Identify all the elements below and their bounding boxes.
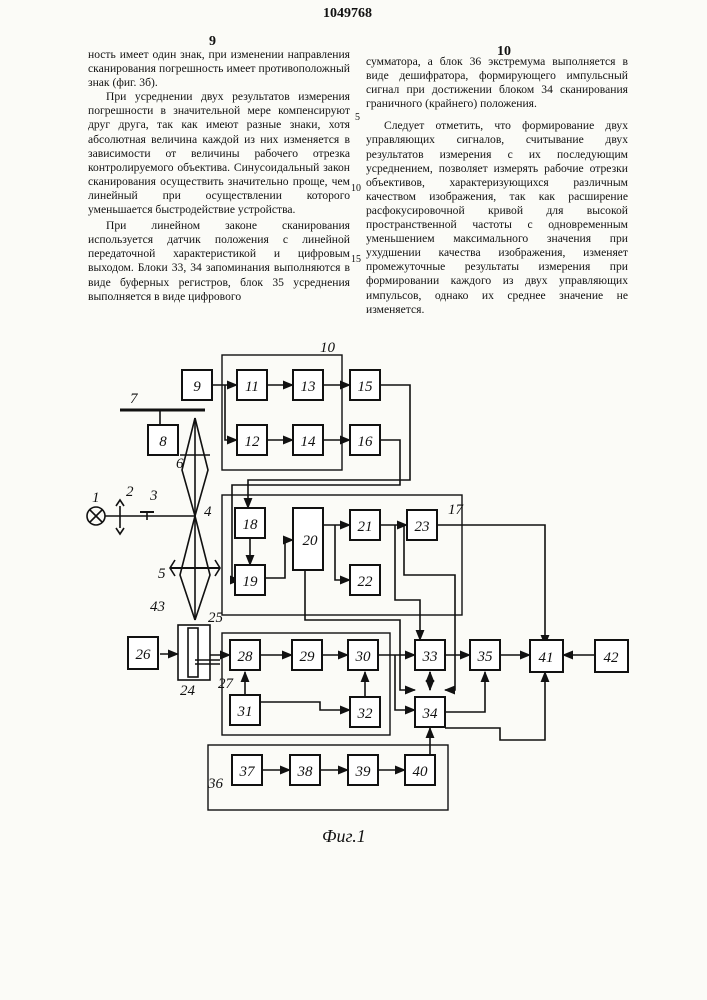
svg-text:32: 32 (357, 706, 374, 722)
svg-text:20: 20 (303, 533, 319, 549)
svg-text:15: 15 (358, 379, 374, 395)
label-10: 10 (320, 340, 336, 356)
label-1: 1 (92, 490, 100, 506)
svg-text:34: 34 (422, 706, 439, 722)
label-25: 25 (208, 610, 224, 626)
block-12: 12 (237, 425, 267, 455)
block-39: 39 (348, 755, 378, 785)
svg-text:11: 11 (245, 379, 259, 395)
svg-text:37: 37 (239, 764, 257, 780)
svg-text:18: 18 (243, 517, 259, 533)
label-36: 36 (207, 776, 224, 792)
block-11: 11 (237, 370, 267, 400)
svg-text:26: 26 (136, 647, 152, 663)
block-9: 9 (182, 370, 212, 400)
block-20: 20 (293, 508, 323, 570)
block-40: 40 (405, 755, 435, 785)
label-3: 3 (149, 488, 158, 504)
svg-text:35: 35 (477, 649, 494, 665)
block-37: 37 (232, 755, 262, 785)
svg-text:14: 14 (301, 434, 317, 450)
svg-text:23: 23 (415, 519, 430, 535)
svg-text:16: 16 (358, 434, 374, 450)
svg-text:9: 9 (193, 379, 201, 395)
svg-text:38: 38 (297, 764, 314, 780)
block-16: 16 (350, 425, 380, 455)
svg-text:39: 39 (355, 764, 372, 780)
svg-text:40: 40 (413, 764, 429, 780)
svg-text:31: 31 (237, 704, 253, 720)
label-27: 27 (218, 676, 235, 692)
block-23: 23 (407, 510, 437, 540)
svg-text:21: 21 (358, 519, 373, 535)
block-13: 13 (293, 370, 323, 400)
label-7: 7 (130, 391, 139, 407)
block-32: 32 (350, 697, 380, 727)
svg-text:19: 19 (243, 574, 259, 590)
block-30: 30 (348, 640, 378, 670)
label-5: 5 (158, 566, 166, 582)
block-8: 8 (148, 425, 178, 455)
block-28: 28 (230, 640, 260, 670)
block-31: 31 (230, 695, 260, 725)
label-6: 6 (176, 456, 184, 472)
svg-text:12: 12 (245, 434, 261, 450)
block-41: 41 (530, 640, 563, 672)
svg-text:13: 13 (301, 379, 316, 395)
block-14: 14 (293, 425, 323, 455)
block-21: 21 (350, 510, 380, 540)
svg-text:28: 28 (238, 649, 254, 665)
svg-text:30: 30 (355, 649, 372, 665)
block-26: 26 (128, 637, 158, 669)
block-29: 29 (292, 640, 322, 670)
label-24: 24 (180, 683, 196, 699)
label-17: 17 (448, 502, 465, 518)
block-35: 35 (470, 640, 500, 670)
block-19: 19 (235, 565, 265, 595)
svg-text:8: 8 (159, 434, 167, 450)
block-33: 33 (415, 640, 445, 670)
label-2: 2 (126, 484, 134, 500)
figure-caption: Фиг.1 (322, 826, 366, 846)
svg-text:33: 33 (422, 649, 438, 665)
label-43: 43 (150, 599, 165, 615)
block-34: 34 (415, 697, 445, 727)
svg-text:42: 42 (604, 650, 620, 666)
svg-text:22: 22 (358, 574, 374, 590)
svg-text:41: 41 (539, 650, 554, 666)
label-4: 4 (204, 504, 212, 520)
block-15: 15 (350, 370, 380, 400)
block-42: 42 (595, 640, 628, 672)
svg-text:29: 29 (300, 649, 316, 665)
block-38: 38 (290, 755, 320, 785)
block-18: 18 (235, 508, 265, 538)
block-22: 22 (350, 565, 380, 595)
